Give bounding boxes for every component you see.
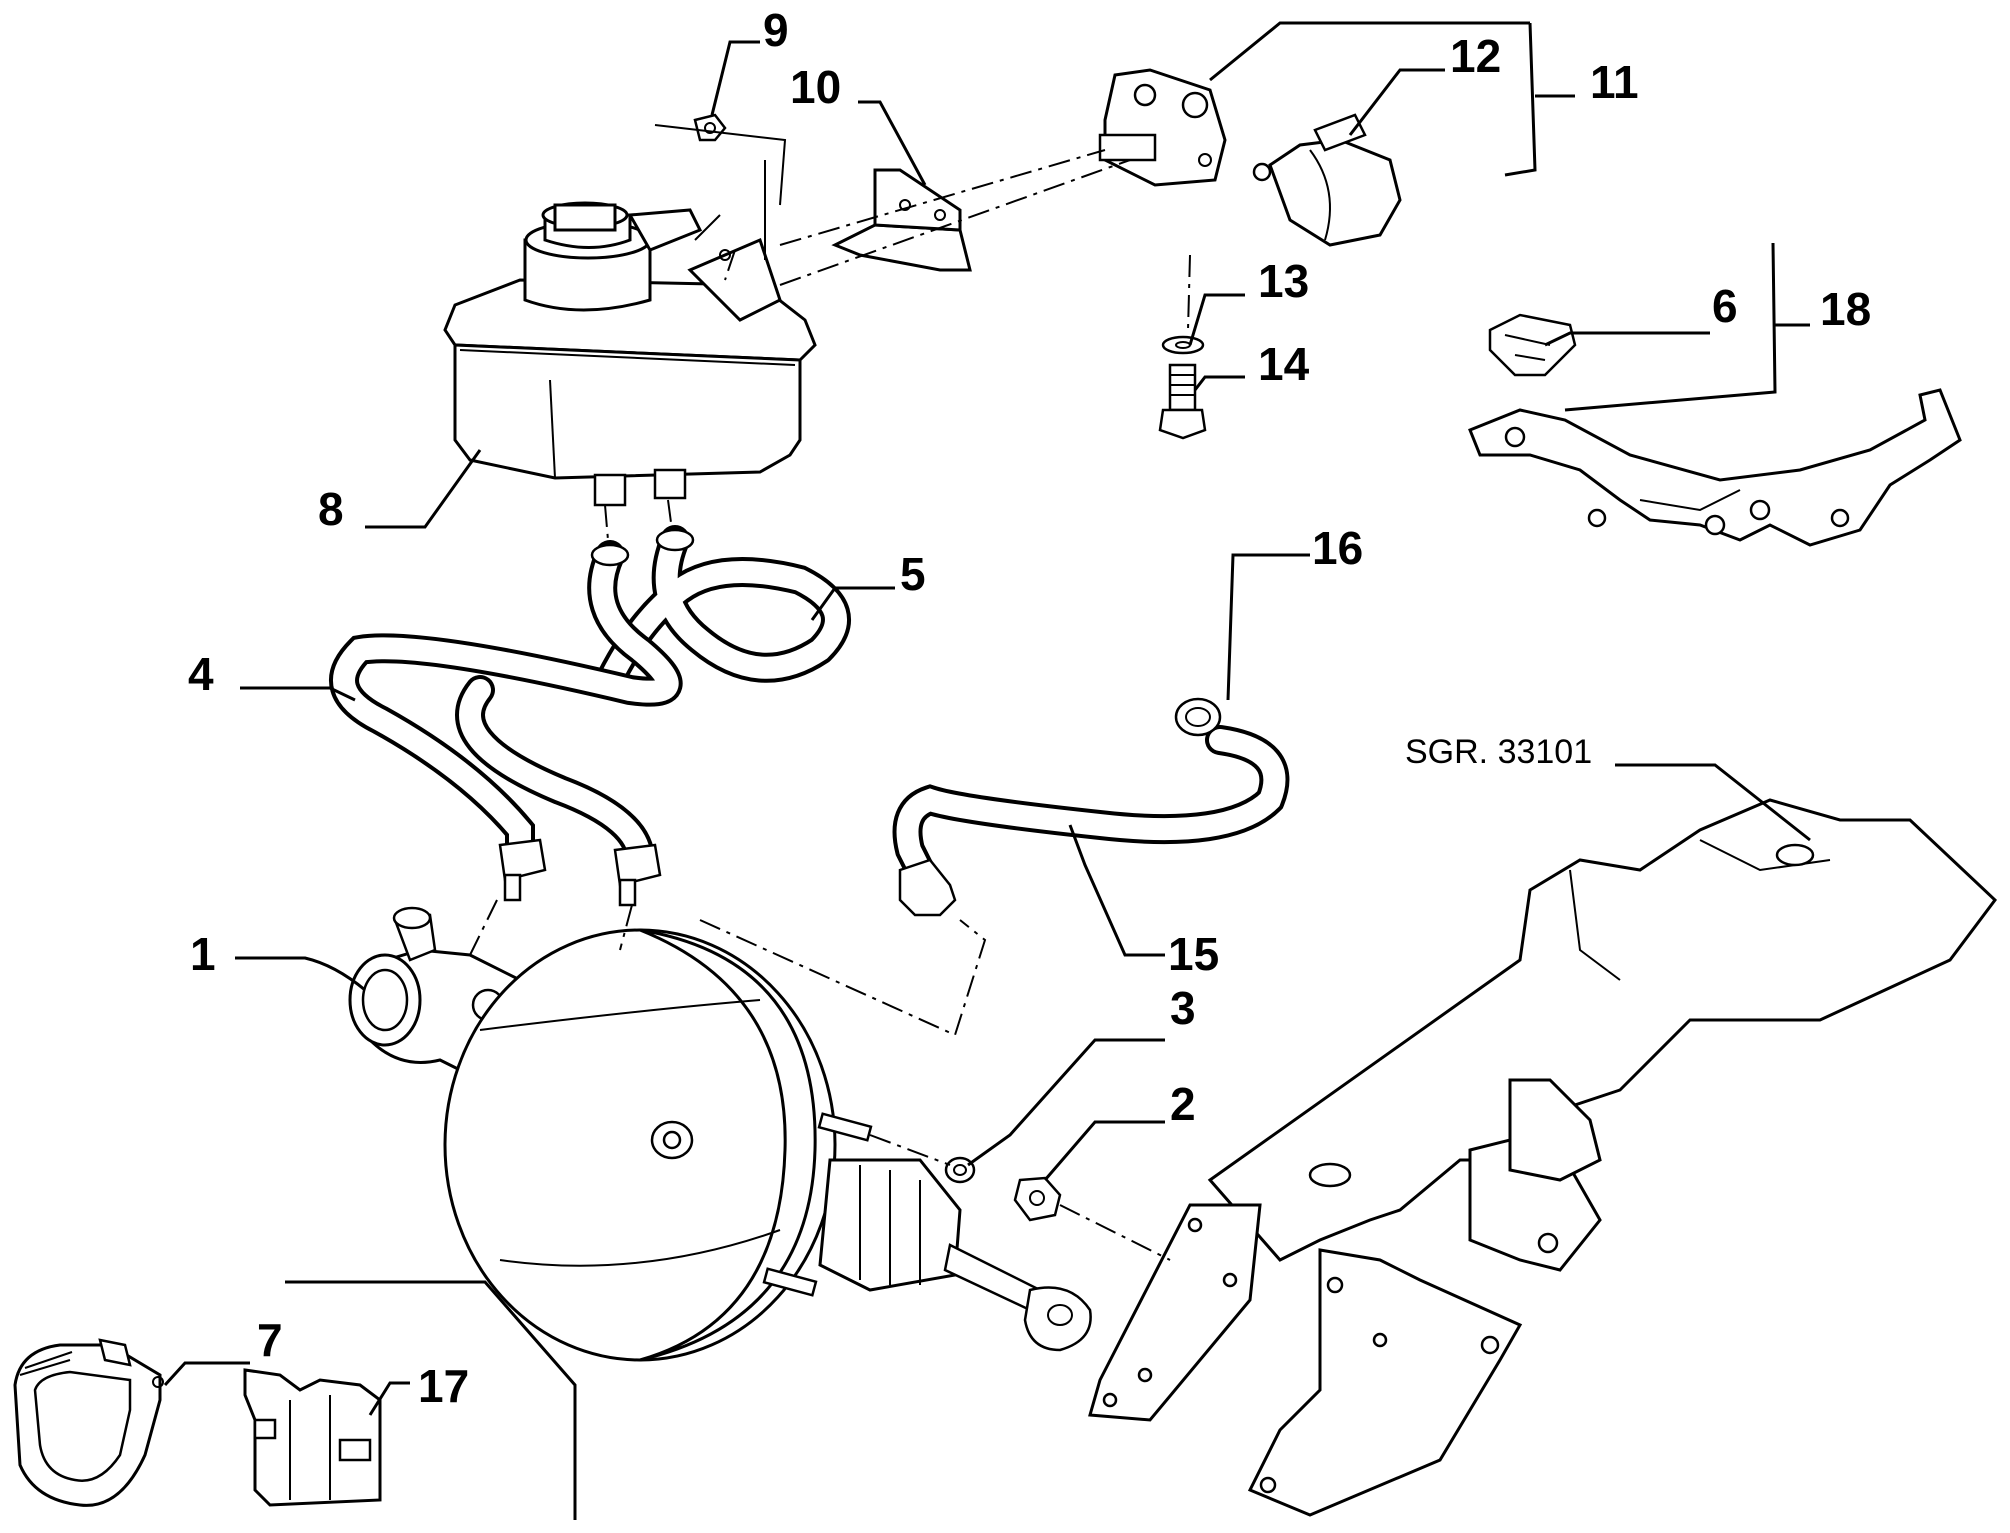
support-bracket	[1468, 388, 1962, 547]
callout-15: 15	[1168, 928, 1219, 980]
pedal-support-frame	[1088, 798, 1998, 1517]
callout-9: 9	[763, 4, 789, 56]
reservoir-bracket	[831, 168, 972, 272]
nut-2	[1013, 1176, 1062, 1222]
hose-end	[590, 543, 630, 567]
brake-fluid-reservoir	[443, 201, 817, 507]
hose-4	[329, 540, 683, 875]
hose-holder-17	[243, 1368, 382, 1507]
brake-booster	[443, 928, 1092, 1362]
callout-labels: 1 2 3 4 5 6 7 8 9 10 11 12 13 14 15 16 1…	[188, 4, 1871, 1412]
callout-13: 13	[1258, 255, 1309, 307]
assembly-lines	[469, 149, 1191, 1261]
callout-17: 17	[418, 1360, 469, 1412]
hose-5	[595, 525, 851, 695]
electrical-connector-12	[1252, 113, 1402, 247]
callout-2: 2	[1170, 1078, 1196, 1130]
hose-connector	[498, 838, 662, 907]
callout-8: 8	[318, 483, 344, 535]
hose-clamp-7	[13, 1338, 164, 1507]
washer-3	[944, 1156, 976, 1184]
washer-13	[1161, 335, 1205, 355]
callout-6: 6	[1712, 280, 1738, 332]
hose-end	[655, 528, 695, 552]
clip-6	[1488, 313, 1577, 377]
callout-7: 7	[257, 1314, 283, 1366]
leader-lines	[163, 21, 1811, 1520]
hose-clamp-16	[1174, 697, 1222, 737]
callout-16: 16	[1312, 522, 1363, 574]
callout-18: 18	[1820, 283, 1871, 335]
callout-12: 12	[1450, 30, 1501, 82]
callout-10: 10	[790, 61, 841, 113]
callout-3: 3	[1170, 982, 1196, 1034]
bolt-14	[1158, 363, 1207, 440]
callout-11: 11	[1590, 56, 1639, 108]
pressure-switch	[1098, 68, 1227, 187]
callout-5: 5	[900, 548, 926, 600]
vacuum-hose-15	[892, 725, 1290, 917]
callout-14: 14	[1258, 338, 1310, 390]
callout-1: 1	[190, 928, 216, 980]
nut-9	[693, 113, 727, 142]
reference-label: SGR. 33101	[1405, 733, 1592, 771]
callout-4: 4	[188, 648, 214, 700]
